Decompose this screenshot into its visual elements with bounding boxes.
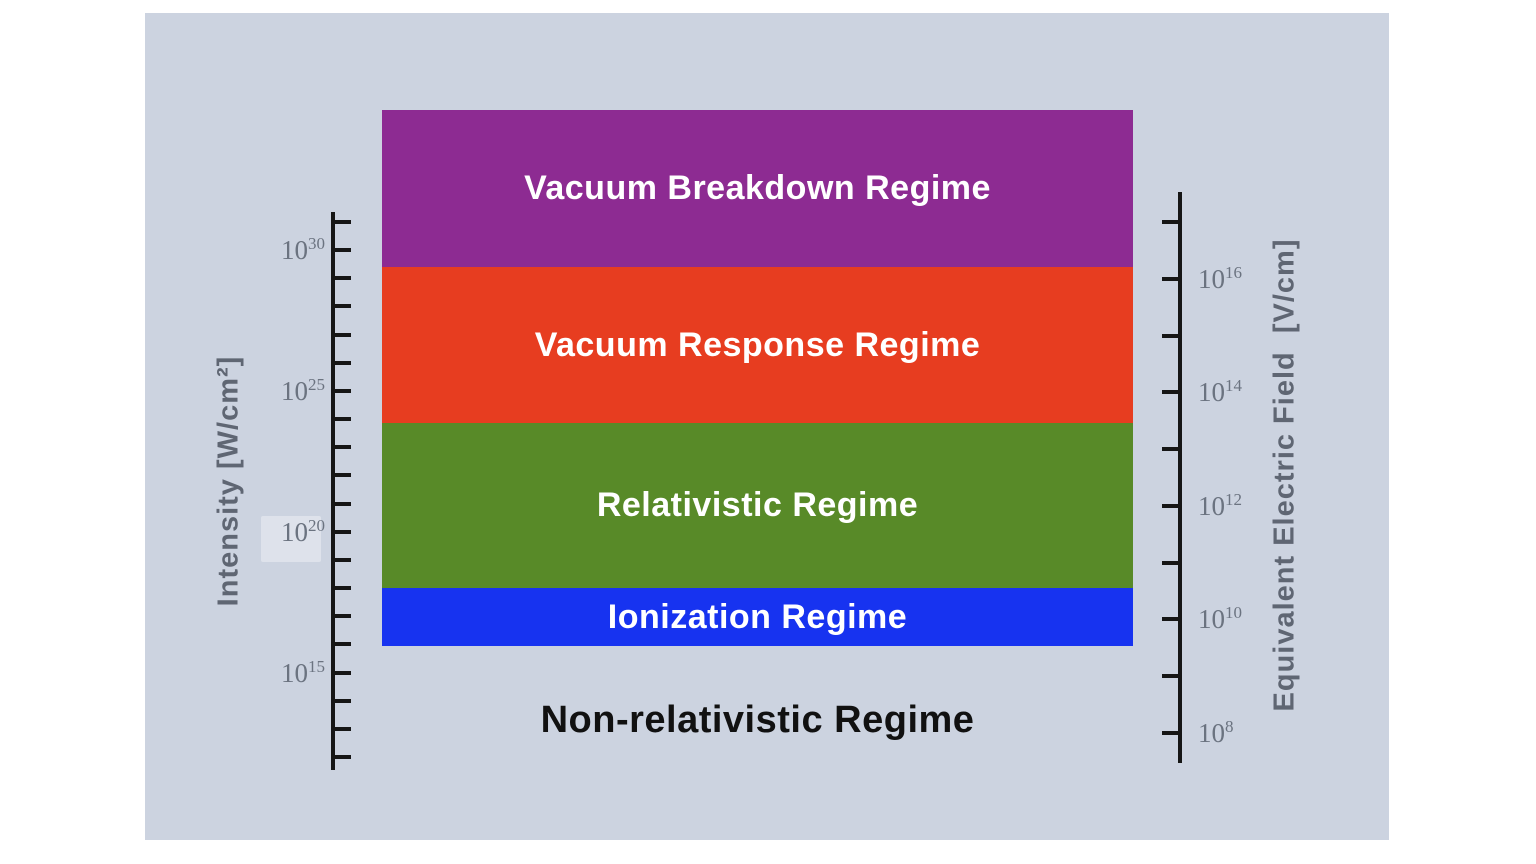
right-axis-tick-label: 1014: [1198, 376, 1242, 408]
left-axis-tick: [333, 304, 351, 309]
left-axis-tick: [333, 417, 351, 422]
left-axis-tick: [333, 670, 351, 675]
left-axis-tick: [333, 755, 351, 759]
left-axis-tick-label: 1025: [281, 374, 325, 406]
right-axis-tick: [1162, 447, 1180, 452]
left-axis-tick: [333, 276, 351, 281]
left-axis-tick: [333, 529, 351, 534]
left-axis-tick: [333, 220, 351, 224]
left-axis-tick-label: 1020: [281, 515, 325, 547]
right-axis-tick: [1162, 617, 1180, 622]
left-axis-tick-label: 1030: [281, 234, 325, 266]
band-label: Vacuum Breakdown Regime: [524, 169, 991, 207]
regime-chart: Vacuum Breakdown Regime Vacuum Response …: [145, 13, 1389, 840]
right-axis-tick: [1162, 560, 1180, 565]
band-relativistic-regime: Relativistic Regime: [382, 423, 1133, 588]
right-axis-title: Equivalent Electric Field [V/cm]: [1268, 238, 1301, 712]
left-axis-line: [331, 212, 335, 770]
band-ionization-regime: Ionization Regime: [382, 588, 1133, 646]
non-relativistic-regime-label: Non-relativistic Regime: [540, 698, 975, 741]
left-axis-tick: [333, 642, 351, 647]
band-vacuum-breakdown-regime: Vacuum Breakdown Regime: [382, 110, 1133, 267]
left-axis-tick: [333, 698, 351, 703]
left-axis-tick: [333, 388, 351, 393]
left-axis-tick: [333, 248, 351, 253]
left-axis-tick-label: 1015: [281, 656, 325, 688]
left-axis-tick: [333, 501, 351, 506]
right-axis-tick: [1162, 731, 1180, 735]
left-axis-tick: [333, 586, 351, 591]
left-axis-tick: [333, 473, 351, 478]
right-axis-tick-label: 1016: [1198, 262, 1242, 294]
right-axis-tick-label: 1010: [1198, 603, 1242, 635]
tick-label-highlight: [261, 516, 321, 562]
left-axis-tick: [333, 726, 351, 731]
left-axis-tick: [333, 614, 351, 619]
band-label: Vacuum Response Regime: [534, 325, 981, 364]
right-axis-tick: [1162, 674, 1180, 679]
right-axis-line: [1178, 192, 1182, 763]
band-label: Ionization Regime: [607, 597, 908, 636]
right-axis-tick: [1162, 333, 1180, 338]
left-axis-tick: [333, 332, 351, 337]
right-axis-tick: [1162, 503, 1180, 508]
left-axis-tick: [333, 360, 351, 365]
right-axis-tick: [1162, 390, 1180, 395]
band-vacuum-response-regime: Vacuum Response Regime: [382, 267, 1133, 423]
right-axis-tick: [1162, 276, 1180, 281]
band-label: Relativistic Regime: [596, 486, 919, 524]
right-axis-tick-label: 108: [1198, 717, 1234, 748]
left-axis-tick: [333, 557, 351, 562]
left-axis-tick: [333, 445, 351, 450]
right-axis-tick: [1162, 220, 1180, 224]
slide-panel: Vacuum Breakdown Regime Vacuum Response …: [145, 13, 1389, 840]
right-axis-tick-label: 1012: [1198, 489, 1242, 521]
